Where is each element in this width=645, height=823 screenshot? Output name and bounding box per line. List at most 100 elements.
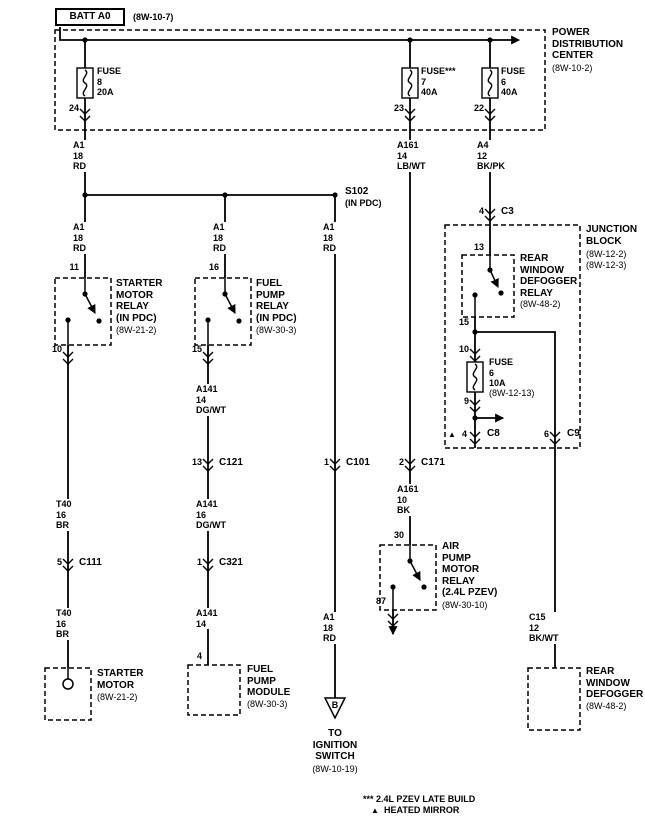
- starter-relay-pin-in: 11: [69, 262, 79, 272]
- pdc-box: [54, 29, 546, 131]
- rear-defogger-box: [527, 667, 581, 731]
- fuel-relay-pin-in: 16: [208, 262, 219, 272]
- fuel-relay-symbol: [207, 278, 236, 345]
- battery-bus-wire: [59, 27, 521, 45]
- jb-fuse-pin-out: 9: [463, 396, 469, 406]
- relay-symbols: [67, 255, 499, 610]
- ignition-triangle-symbol: [323, 697, 347, 720]
- connector-c9-pin: 6: [543, 429, 549, 439]
- connector-c3-pin: 4: [478, 206, 484, 216]
- rear-defogger-name: REAR WINDOW DEFOGGER: [585, 666, 645, 701]
- splice-s102-ref: (IN PDC): [344, 198, 383, 209]
- ignition-terminal-letter: B: [331, 700, 339, 710]
- jb-c9-branch-wire: [475, 331, 556, 448]
- defogger-relay-box: [461, 254, 515, 318]
- wire-t40-b: T40 16 BR: [55, 608, 73, 640]
- fuse-6-pin: 22: [473, 103, 484, 113]
- defogger-relay-pin-in: 13: [473, 242, 484, 252]
- connector-c111-name: C111: [79, 557, 102, 568]
- junction-block-box: [444, 224, 581, 449]
- connector-c8-pin: 4: [461, 429, 467, 439]
- connector-c3-name: C3: [501, 206, 514, 217]
- fuel-relay-ref: (8W-30-3): [255, 325, 298, 336]
- jb-fuse-pin-in: 10: [458, 344, 469, 354]
- wire-a161-top: A161 14 LB/WT: [396, 140, 427, 172]
- connector-c101-name: C101: [346, 457, 370, 468]
- air-relay-ref: (8W-30-10): [441, 600, 489, 611]
- legend-pzev-note: *** 2.4L PZEV LATE BUILD: [363, 794, 476, 804]
- wire-a141-b: A141 16 DG/WT: [195, 499, 227, 531]
- battery-label-box: BATT A0: [55, 8, 125, 26]
- component-boxes: [44, 29, 581, 731]
- battery-ref: (8W-10-7): [132, 12, 175, 23]
- connector-c111-pin: 5: [56, 557, 62, 567]
- connector-c8-name: C8: [487, 428, 500, 439]
- wire-a4-top: A4 12 BK/PK: [476, 140, 507, 172]
- fuel-pump-module-name: FUEL PUMP MODULE: [246, 664, 292, 699]
- wire-a1-mid: A1 18 RD: [212, 222, 227, 254]
- fuel-pump-module-box: [187, 664, 241, 716]
- air-relay-name: AIR PUMP MOTOR RELAY (2.4L PZEV): [441, 541, 499, 599]
- legend-heated-mirror-icon: ▲: [371, 806, 379, 815]
- starter-motor-symbol: [62, 668, 74, 690]
- fuel-pump-module-ref: (8W-30-3): [246, 699, 289, 710]
- fuse-7-symbol: [401, 67, 419, 99]
- legend-heated-mirror-note: HEATED MIRROR: [384, 805, 460, 815]
- air-relay-box: [379, 544, 437, 611]
- starter-motor-box: [44, 667, 92, 721]
- defogger-relay-pin-out: 15: [458, 317, 469, 327]
- air-relay-symbol: [392, 545, 421, 610]
- fuse-7-pin: 23: [393, 103, 404, 113]
- terminal-symbols: [62, 668, 347, 720]
- starter-motor-name: STARTER MOTOR: [96, 668, 145, 691]
- connector-c101-pin: 1: [323, 457, 329, 467]
- wire-a161-low: A161 10 BK: [396, 484, 420, 516]
- jb-fuse-6-symbol: [466, 361, 484, 393]
- wire-a1-right: A1 18 RD: [322, 222, 337, 254]
- connector-c171-name: C171: [421, 457, 445, 468]
- connector-c171-pin: 2: [398, 457, 404, 467]
- starter-relay-ref: (8W-21-2): [115, 325, 158, 336]
- wire-a141-a: A141 14 DG/WT: [195, 384, 227, 416]
- fuel-relay-name: FUEL PUMP RELAY (IN PDC): [255, 278, 298, 324]
- wire-a1-top: A1 18 RD: [72, 140, 87, 172]
- splice-s102-name: S102: [344, 186, 370, 198]
- ignition-switch-ref: (8W-10-19): [312, 764, 358, 774]
- ignition-switch-name: TO IGNITION SWITCH: [312, 728, 358, 762]
- air-relay-pin-out: 87: [375, 596, 386, 606]
- wire-a141-c: A141 14: [195, 608, 219, 629]
- connector-c121-pin: 13: [191, 457, 202, 467]
- fuel-pump-module-pin: 4: [196, 651, 202, 661]
- pdc-name: POWER DISTRIBUTION CENTER: [551, 27, 625, 62]
- defogger-relay-symbol: [474, 255, 499, 317]
- connector-c321-name: C321: [219, 557, 243, 568]
- jb-fuse-ref: (8W-12-13): [488, 388, 536, 399]
- pdc-ref: (8W-10-2): [551, 63, 594, 74]
- wire-c15: C15 12 BK/WT: [528, 612, 560, 644]
- starter-relay-name: STARTER MOTOR RELAY (IN PDC): [115, 278, 164, 324]
- air-relay-pin-in: 30: [393, 530, 404, 540]
- fuse-8-pin: 24: [68, 103, 79, 113]
- defogger-relay-ref: (8W-48-2): [519, 299, 562, 310]
- starter-relay-symbol: [67, 278, 96, 345]
- fuse-6-label: FUSE 6 40A: [500, 66, 527, 98]
- heated-mirror-marker-icon: ▲: [448, 430, 456, 439]
- connector-chevron-symbols: [62, 108, 561, 627]
- connector-c121-name: C121: [219, 457, 243, 468]
- wire-a1-ign: A1 18 RD: [322, 612, 337, 644]
- connector-c9-name: C9: [567, 428, 580, 439]
- junction-block-refs: (8W-12-2) (8W-12-3): [585, 249, 628, 270]
- starter-relay-pin-out: 10: [51, 344, 62, 354]
- fuel-relay-box: [194, 277, 252, 346]
- fuel-relay-pin-out: 15: [191, 344, 202, 354]
- fuse-8-symbol: [76, 67, 94, 99]
- connector-c321-pin: 1: [196, 557, 202, 567]
- fuse-8-label: FUSE 8 20A: [96, 66, 123, 98]
- starter-motor-ref: (8W-21-2): [96, 692, 139, 703]
- fuse-7-label: FUSE*** 7 40A: [420, 66, 457, 98]
- wire-a1-left: A1 18 RD: [72, 222, 87, 254]
- defogger-relay-name: REAR WINDOW DEFOGGER RELAY: [519, 253, 579, 299]
- fuse-6-symbol: [481, 67, 499, 99]
- rear-defogger-ref: (8W-48-2): [585, 701, 628, 712]
